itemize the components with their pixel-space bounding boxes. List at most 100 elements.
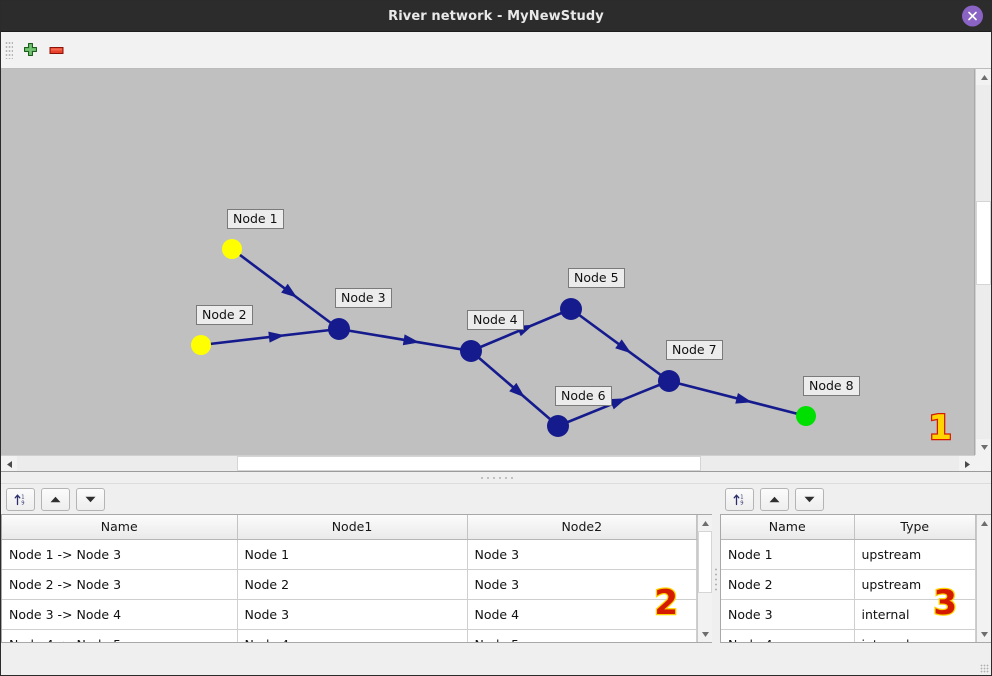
graph-node-label[interactable]: Node 5 — [568, 268, 625, 288]
table-cell[interactable]: Node 2 -> Node 3 — [2, 569, 238, 600]
graph-node-label[interactable]: Node 6 — [555, 386, 612, 406]
graph-node[interactable] — [560, 298, 582, 320]
graph-edge-arrow — [509, 382, 525, 398]
vertical-splitter[interactable] — [712, 484, 720, 675]
graph-node-label[interactable]: Node 3 — [335, 288, 392, 308]
table-cell[interactable]: Node 4 — [237, 629, 468, 642]
vscroll-thumb[interactable] — [976, 201, 991, 285]
nodes-table-scrollbar[interactable] — [976, 515, 991, 642]
table-cell[interactable]: Node 3 — [721, 599, 855, 630]
nodes-scroll-up-icon[interactable] — [977, 515, 991, 531]
svg-text:1: 1 — [21, 494, 24, 500]
table-cell[interactable]: Node 4 — [721, 629, 855, 642]
links-sort-icon[interactable]: 1 9 — [6, 487, 35, 511]
table-cell[interactable]: Node 2 — [237, 569, 468, 600]
toolbar-drag-handle[interactable] — [5, 39, 13, 61]
graph-edge-arrow — [735, 392, 753, 404]
graph-node-label[interactable]: Node 8 — [803, 376, 860, 396]
table-cell[interactable]: Node 3 — [237, 599, 468, 630]
table-cell[interactable]: upstream — [854, 539, 976, 570]
column-header[interactable]: Type — [854, 515, 976, 540]
canvas-vertical-scrollbar[interactable] — [975, 69, 991, 455]
nodes-move-down-icon[interactable] — [795, 487, 824, 511]
graph-node[interactable] — [796, 406, 816, 426]
scroll-right-icon[interactable] — [959, 456, 975, 471]
graph-node-label[interactable]: Node 7 — [666, 340, 723, 360]
graph-node[interactable] — [658, 370, 680, 392]
table-cell[interactable]: Node 1 -> Node 3 — [2, 539, 238, 570]
column-header[interactable]: Name — [721, 515, 855, 540]
nodes-sort-icon[interactable]: 1 9 — [725, 487, 754, 511]
links-table-scrollbar[interactable] — [697, 515, 712, 642]
table-cell[interactable]: internal — [854, 599, 976, 630]
table-cell[interactable]: Node 2 — [721, 569, 855, 600]
table-cell[interactable]: internal — [854, 629, 976, 642]
graph-node-label[interactable]: Node 2 — [196, 305, 253, 325]
river-network-graph[interactable]: Node 1 Node 2 Node 3 Node 4 Node 5 Node 6 Node… — [1, 69, 975, 455]
svg-text:1: 1 — [740, 494, 743, 500]
svg-text:9: 9 — [740, 500, 743, 506]
table-cell[interactable]: Node 4 — [467, 599, 697, 630]
column-header[interactable]: Node1 — [237, 515, 468, 540]
graph-node[interactable] — [328, 318, 350, 340]
links-toolbar: 1 9 — [1, 484, 712, 514]
links-scroll-thumb[interactable] — [698, 531, 712, 593]
nodes-panel-footer — [720, 643, 991, 675]
graph-node[interactable] — [191, 335, 211, 355]
graph-node[interactable] — [460, 340, 482, 362]
remove-node-icon[interactable] — [43, 37, 69, 63]
graph-node[interactable] — [547, 415, 569, 437]
table-cell[interactable]: Node 1 — [237, 539, 468, 570]
table-cell[interactable]: Node 4 -> Node 5 — [2, 629, 238, 642]
table-row[interactable]: Node 4internal — [721, 629, 976, 642]
graph-node[interactable] — [222, 239, 242, 259]
scroll-up-icon[interactable] — [976, 69, 991, 85]
column-header[interactable]: Node2 — [467, 515, 697, 540]
table-cell[interactable]: upstream — [854, 569, 976, 600]
links-move-down-icon[interactable] — [76, 487, 105, 511]
table-cell[interactable]: Node 3 — [467, 569, 697, 600]
links-scroll-up-icon[interactable] — [698, 515, 712, 531]
graph-edge-arrow — [609, 398, 627, 410]
table-cell[interactable]: Node 3 -> Node 4 — [2, 599, 238, 630]
graph-node-label[interactable]: Node 4 — [467, 310, 524, 330]
scroll-down-icon[interactable] — [976, 439, 991, 455]
links-scroll-down-icon[interactable] — [698, 626, 712, 642]
window-resize-grip[interactable] — [980, 664, 989, 673]
nodes-scroll-down-icon[interactable] — [977, 626, 991, 642]
canvas-horizontal-scrollbar[interactable] — [1, 455, 975, 471]
graph-edge-arrow — [615, 339, 632, 354]
scrollbar-corner — [975, 455, 991, 471]
graph-svg — [191, 239, 816, 437]
close-icon[interactable] — [962, 5, 983, 27]
nodes-move-up-icon[interactable] — [760, 487, 789, 511]
add-node-icon[interactable] — [17, 37, 43, 63]
column-header[interactable]: Name — [2, 515, 238, 540]
network-canvas-area: Node 1 Node 2 Node 3 Node 4 Node 5 Node 6 Node… — [1, 69, 991, 472]
scroll-left-icon[interactable] — [1, 456, 17, 471]
graph-node-label[interactable]: Node 1 — [227, 209, 284, 229]
table-cell[interactable]: Node 5 — [467, 629, 697, 642]
hscroll-thumb[interactable] — [237, 456, 701, 471]
links-move-up-icon[interactable] — [41, 487, 70, 511]
table-cell[interactable]: Node 1 — [721, 539, 855, 570]
horizontal-splitter[interactable] — [1, 472, 991, 484]
table-cell[interactable]: Node 3 — [467, 539, 697, 570]
